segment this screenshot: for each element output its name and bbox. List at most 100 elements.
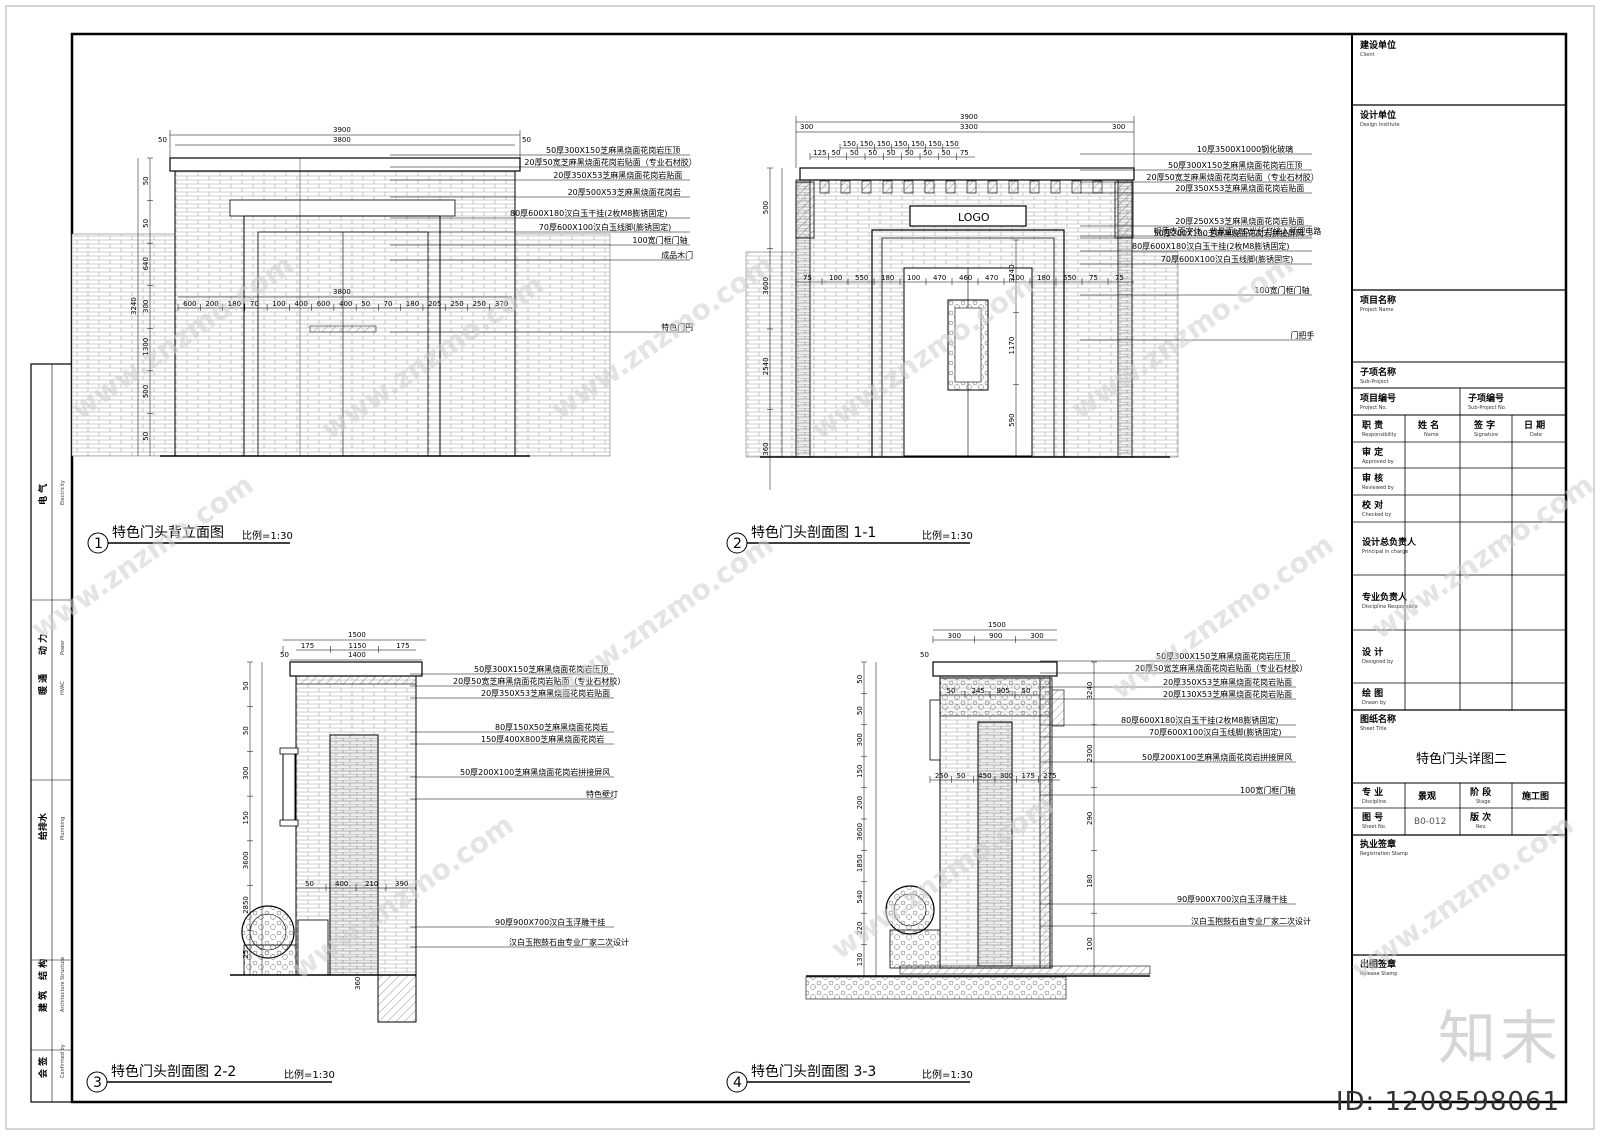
dimension-value: 300 — [1030, 632, 1043, 640]
dimension-value: 175 — [301, 642, 314, 650]
dimension-value: 300 — [142, 300, 150, 313]
roof-beam — [903, 180, 914, 194]
material-note: 20厚130X53芝麻黑烧面花岗岩贴面 — [1163, 689, 1292, 699]
dimension-value: 1150 — [349, 642, 367, 650]
dimension-value: 175 — [396, 642, 409, 650]
strip-label-cn: 给排水 — [37, 812, 49, 840]
dimension-value: 150 — [860, 140, 873, 148]
role-label-cn: 设计总负责人 — [1362, 536, 1417, 548]
material-note: 50厚300X150芝麻黑烧面花岗岩压顶 — [1168, 160, 1302, 170]
dimension-value: 200 — [205, 300, 218, 308]
dimension-value: 50 — [923, 149, 932, 157]
material-note: 80厚150X50芝麻黑烧面花岗岩 — [495, 722, 608, 732]
roof-beam — [1092, 180, 1103, 194]
dimension-value: 50 — [242, 681, 250, 690]
dimension-value: 3600 — [762, 277, 770, 295]
v1-dim-top: 3900 — [333, 126, 351, 134]
dimension-value: 50 — [142, 432, 150, 441]
material-note: 门把手 — [1290, 330, 1314, 340]
dimension-value: 50 — [1022, 687, 1031, 695]
dimension-value: 50 — [142, 176, 150, 185]
v2-dim-side-left: 300 — [800, 123, 813, 131]
role-label-cn: 绘 图 — [1362, 687, 1383, 699]
dimension-value: 2850 — [242, 896, 250, 914]
discipline-value: 景观 — [1418, 791, 1436, 802]
v3-dim-top3: 1400 — [348, 651, 366, 659]
dimension-value: 75 — [1115, 274, 1124, 282]
stage-value: 施工图 — [1522, 790, 1549, 802]
material-note: 汉白玉抱鼓石由专业厂家二次设计 — [1191, 916, 1311, 926]
strip-label-cn: 会 签 — [37, 1056, 49, 1078]
resp-header-en: Responsibility — [1362, 432, 1397, 438]
material-note: 100宽门框门轴 — [1254, 285, 1309, 295]
material-note: 90厚900X700汉白玉浮雕干挂 — [1177, 894, 1287, 904]
strip-label-cn: 动 力 — [37, 634, 49, 655]
roof-beam — [882, 180, 893, 194]
roof-beam — [945, 180, 956, 194]
dimension-value: 75 — [960, 149, 969, 157]
sheet-title-label: 图纸名称 — [1360, 713, 1396, 725]
material-note: 20厚250X53芝麻黑烧面花岗岩贴面 — [1175, 216, 1304, 226]
registration-stamp-label: 执业签章 — [1360, 838, 1396, 850]
dimension-value: 50 — [905, 149, 914, 157]
view-scale: 比例=1:30 — [922, 529, 973, 542]
material-note: 50厚200X100芝麻黑烧面花岗岩拼接屏风 — [1154, 228, 1304, 238]
material-note: 20厚350X53芝麻黑烧面花岗岩贴面 — [1163, 677, 1292, 687]
dimension-value: 600 — [317, 300, 330, 308]
strip-label-en: HVAC — [60, 681, 66, 695]
v1-dim-side-left: 50 — [158, 136, 167, 144]
material-note: 铜质表面字体，背景面LED光纤灯接入预埋电路 — [1154, 226, 1322, 236]
site-watermark: www.znzmo.com — [545, 528, 779, 706]
v1-dim-mid: 3800 — [333, 288, 351, 296]
dimension-value: 180 — [228, 300, 241, 308]
dimension-value: 25 — [242, 950, 250, 959]
dimension-value: 500 — [762, 201, 770, 214]
dimension-value: 2540 — [762, 357, 770, 375]
dimension-value: 150 — [894, 140, 907, 148]
discipline-label-en: Discipline — [1362, 799, 1386, 805]
dimension-value: 150 — [856, 765, 864, 778]
dimension-value: 640 — [142, 257, 150, 270]
roof-beam — [840, 180, 851, 194]
dimension-value: 50 — [832, 149, 841, 157]
view-number: 2 — [733, 536, 742, 552]
dimension-value: 220 — [856, 922, 864, 935]
role-label-en: Checked by — [1362, 512, 1391, 518]
strip-label-en: Electricity — [60, 480, 66, 505]
release-stamp-label: 出图签章 — [1360, 958, 1396, 970]
dimension-value: 50 — [856, 706, 864, 715]
dimension-value: 500 — [142, 385, 150, 398]
material-note: 特色壁灯 — [586, 789, 618, 799]
role-label-en: Reviewed by — [1362, 485, 1394, 491]
sheet-no-value: B0-012 — [1414, 817, 1446, 827]
dimension-value: 390 — [395, 880, 408, 888]
material-note: 50厚300X150芝麻黑烧面花岗岩压顶 — [1156, 651, 1290, 661]
sheet-title: 特色门头详图二 — [1416, 751, 1507, 767]
dimension-value: 100 — [1086, 937, 1094, 950]
dimension-value: 50 — [142, 219, 150, 228]
dimension-value: 50 — [957, 772, 966, 780]
role-label-en: Designed by — [1362, 659, 1393, 665]
view-scale: 比例=1:30 — [922, 1068, 973, 1081]
dimension-value: 75 — [803, 274, 812, 282]
dimension-value: 3240 — [1086, 682, 1094, 700]
material-note: 100宽门框门轴 — [632, 235, 687, 245]
strip-label-en: Plumbing — [60, 817, 66, 840]
dimension-value: 290 — [1086, 812, 1094, 825]
material-note: 80厚600X180汉白玉干挂(2枚M8膨锈固定) — [510, 208, 668, 218]
name-header-en: Name — [1424, 432, 1439, 438]
roof-beam — [966, 180, 977, 194]
material-note: 20厚50宽芝麻黑烧面花岗岩贴面（专业石材胶） — [453, 676, 625, 686]
roof-beam — [1008, 180, 1019, 194]
material-note: 20厚350X53芝麻黑烧面花岗岩贴面 — [481, 688, 610, 698]
dimension-value: 300 — [948, 632, 961, 640]
material-note: 80厚600X180汉白玉干挂(2枚M8膨锈固定) — [1132, 241, 1290, 251]
logo-text: LOGO — [958, 211, 990, 224]
name-header: 姓 名 — [1417, 419, 1439, 431]
dimension-value: 3600 — [242, 851, 250, 869]
roof-beam — [861, 180, 872, 194]
